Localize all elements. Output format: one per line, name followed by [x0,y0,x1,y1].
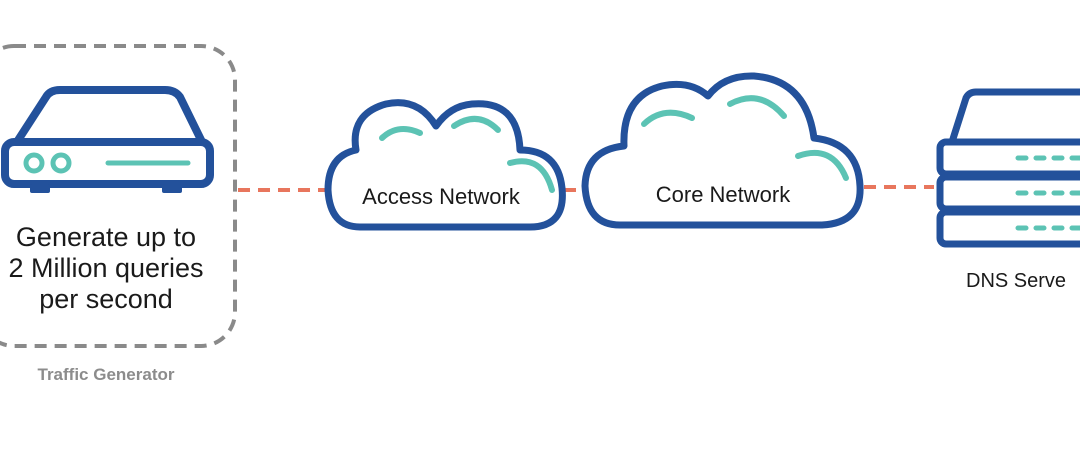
core-network-label: Core Network [655,182,791,207]
access-network-label: Access Network [362,184,520,209]
access-network-cloud-icon [324,99,566,231]
dns-server-label: DNS Serve [966,270,1067,292]
dns-server-icon [936,88,1080,248]
description-line: 2 Million queries [8,253,204,283]
traffic-generator-device-icon [1,86,214,193]
traffic-generator-description: Generate up to 2 Million queries per sec… [0,222,212,315]
description-line: Generate up to [15,222,197,252]
description-line: per second [39,284,173,314]
traffic-generator-caption: Traffic Generator [37,365,175,384]
core-network-cloud-icon [581,72,864,229]
